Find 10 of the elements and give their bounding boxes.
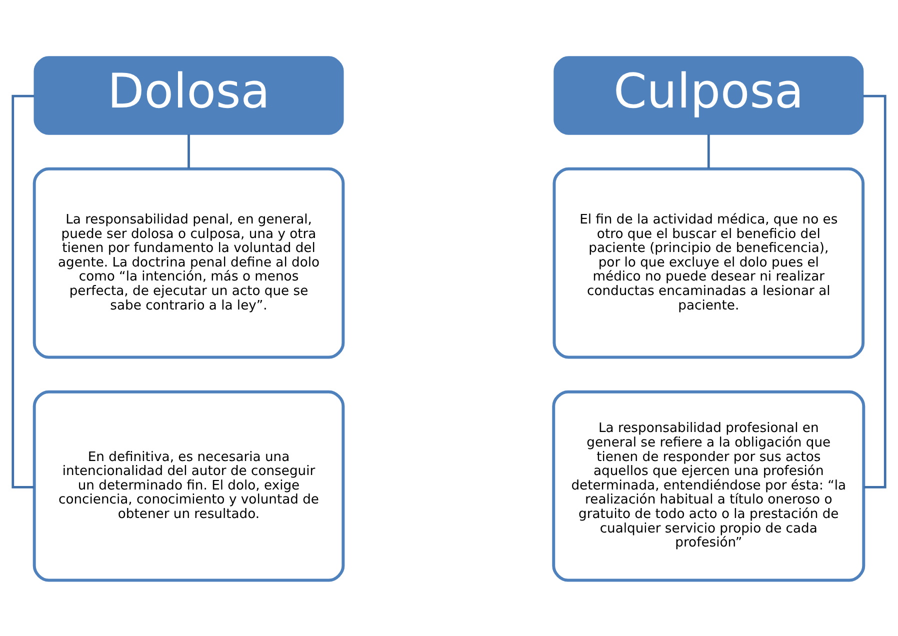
- node-box: En definitiva, es necesaria una intencionalidad del autor de conseguir un determinado fin. El dolo, exige conciencia, conocimiento y voluntad de obtener un resultado.: [32, 390, 345, 582]
- connector: [863, 94, 886, 488]
- node-box: La responsabilidad profesional en general se refiere a la obligación que tienen de responder por sus actos aquellos que ejercen una profesión determinada, entendiéndose por ésta: “la realización habitual a título oneroso o gratuito de todo acto o la prestación de cualquier servicio propio de cada profesión”: [552, 390, 866, 582]
- node-box: Culposa: [554, 56, 864, 134]
- node-box: El fin de la actividad médica, que no es otro que el buscar el beneficio del paciente (principio de beneficencia), por lo que excluye el dolo pues el médico no puede desear ni realizar conductas encaminadas a lesionar al paciente.: [552, 166, 865, 358]
- connector: [188, 134, 190, 168]
- connector: [12, 94, 34, 488]
- connector: [707, 134, 710, 168]
- node-box: La responsabilidad penal, en general, puede ser dolosa o culposa, una y otra tienen por fundamento la voluntad del agente. La doctrina penal define al dolo como “la intención, más o menos perfecta, de ejecutar un acto que se sabe contrario a la ley”.: [32, 166, 345, 358]
- node-box: Dolosa: [34, 56, 344, 134]
